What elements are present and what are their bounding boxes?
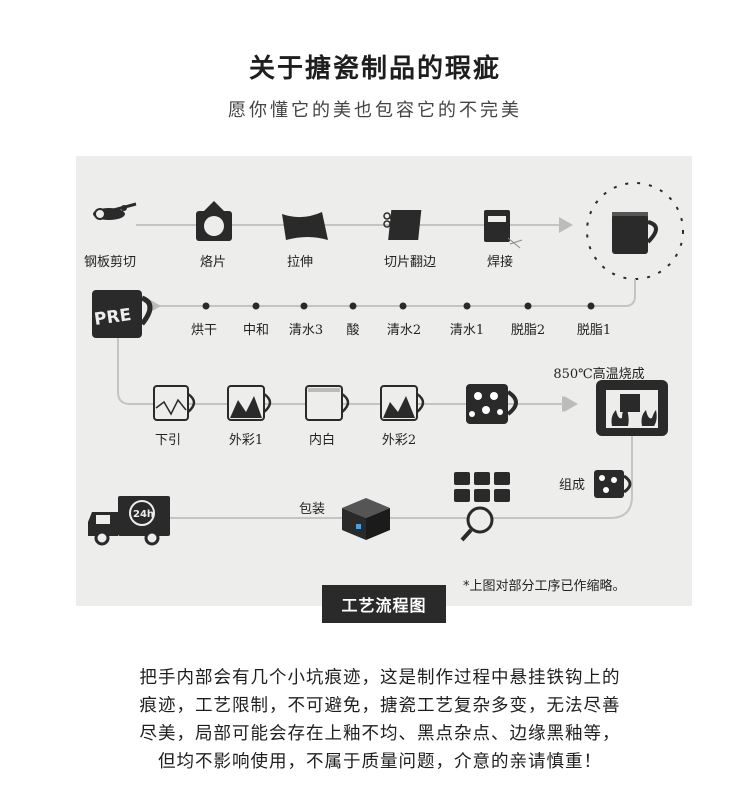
step-inner-white: 内白	[308, 433, 336, 448]
step-cut-flange: 切片翻边	[383, 255, 437, 270]
stretch-icon	[282, 212, 328, 240]
connector-kiln-assembly	[154, 436, 633, 526]
step-rinse2: 清水2	[386, 323, 422, 338]
inner-white-mug-icon	[305, 385, 350, 421]
explanation-line-3: 尽美，局部可能会存在上釉不均、黑点杂点、边缘黑釉等，	[139, 724, 621, 744]
diagram-graphics: PRE	[88, 182, 684, 546]
step-degrease1: 脱脂1	[576, 323, 612, 338]
assembled-mug-icon	[594, 470, 632, 498]
step-assembly: 组成	[558, 478, 586, 493]
step-packaging: 包装	[298, 502, 326, 517]
step-acid: 酸	[346, 323, 360, 338]
inspection-icon	[454, 472, 510, 542]
shear-icon	[93, 202, 137, 220]
weld-icon	[484, 210, 523, 249]
delivery-truck-icon: 24h	[88, 496, 170, 546]
package-box-icon	[342, 498, 390, 540]
row2-dots	[202, 302, 595, 310]
flower-mug-icon	[466, 384, 518, 424]
step-outer-color2: 外彩2	[381, 433, 417, 448]
step-kiln-firing: 850℃高温烧成	[553, 367, 645, 382]
step-steel-shear: 钢板剪切	[83, 255, 137, 270]
flaw-explanation: 把手内部会有几个小坑痕迹，这是制作过程中悬挂铁钩上的 痕迹，工艺限制，不可避免，…	[90, 664, 670, 776]
outer-color2-mug-icon	[380, 385, 425, 421]
step-stretching: 拉伸	[286, 255, 314, 270]
page-subtitle: 愿你懂它的美也包容它的不完美	[228, 100, 522, 121]
dip-mug-icon	[153, 385, 196, 421]
step-degrease2: 脱脂2	[510, 323, 546, 338]
step-stamping: 烙片	[199, 255, 227, 270]
connector-pre-row3	[117, 338, 576, 412]
step-neutralize: 中和	[242, 323, 270, 338]
explanation-line-2: 痕迹，工艺限制，不可避免，搪瓷工艺复杂多变，无法尽善	[139, 696, 621, 716]
connector-clock-row2	[147, 279, 636, 314]
step-rinse3: 清水3	[288, 323, 324, 338]
step-welding: 焊接	[486, 255, 514, 270]
explanation-line-4: 但均不影响使用，不属于质量问题，介意的亲请慎重！	[158, 752, 602, 772]
step-drying: 烘干	[190, 323, 218, 338]
cut-flange-icon	[383, 210, 422, 240]
process-diagram: PRE	[76, 156, 692, 606]
step-dip: 下引	[154, 433, 182, 448]
page-title: 关于搪瓷制品的瑕疵	[248, 54, 501, 84]
outer-color1-mug-icon	[227, 385, 272, 421]
explanation-line-1: 把手内部会有几个小坑痕迹，这是制作过程中悬挂铁钩上的	[139, 668, 621, 688]
step-outer-color1: 外彩1	[228, 433, 264, 448]
step-rinse1: 清水1	[449, 323, 485, 338]
diagram-legend: 工艺流程图	[322, 585, 446, 623]
stamp-icon	[196, 201, 232, 241]
pre-mug-icon: PRE	[92, 290, 153, 338]
shaping-clock-icon	[586, 182, 684, 280]
truck-24h-label: 24h	[133, 509, 154, 520]
diagram-note: *上图对部分工序已作缩略。	[463, 579, 626, 594]
kiln-icon	[596, 380, 668, 436]
